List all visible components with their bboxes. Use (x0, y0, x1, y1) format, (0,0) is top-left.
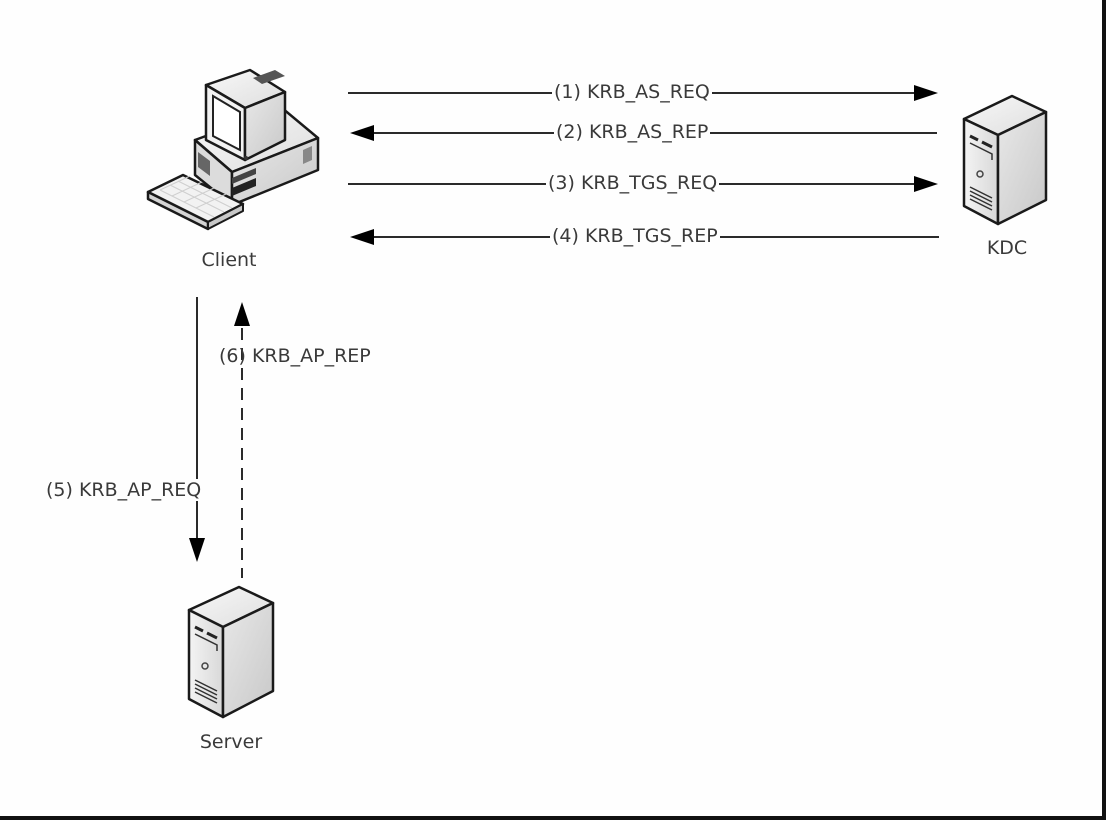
server-tower-icon (187, 585, 275, 719)
message-label-5: (5) KRB_AP_REQ (44, 479, 204, 501)
computer-drive-bay-2 (232, 178, 256, 196)
arrowhead-left (350, 125, 374, 141)
arrowhead-down (189, 538, 205, 562)
monitor-power-button (244, 156, 248, 160)
server-power-button (201, 662, 209, 670)
keyboard-side (207, 203, 244, 230)
computer-drive-bay (232, 168, 256, 184)
monitor-screen (212, 94, 241, 152)
arrow-msg-6 (234, 302, 250, 578)
arrowhead-up (234, 302, 250, 326)
server-side (221, 601, 275, 719)
message-label-6: (6) KRB_AP_REP (219, 345, 371, 367)
message-label-1: (1) KRB_AS_REQ (552, 81, 712, 103)
node-label-server: Server (199, 731, 263, 753)
arrow-msg-5 (189, 297, 205, 562)
arrowhead-left (350, 229, 374, 245)
keyboard-keys (159, 175, 233, 218)
monitor-top-vent (253, 70, 285, 84)
desktop-computer-icon (146, 68, 320, 231)
kdc-server-icon (962, 94, 1048, 226)
message-label-2: (2) KRB_AS_REP (554, 121, 711, 143)
computer-side-vent (303, 146, 312, 164)
monitor-side (243, 90, 287, 162)
message-label-4: (4) KRB_TGS_REP (550, 225, 720, 247)
arrowhead-right (914, 85, 938, 101)
arrowhead-right (914, 176, 938, 192)
computer-vent (198, 152, 210, 176)
node-label-client: Client (201, 249, 257, 271)
message-label-3: (3) KRB_TGS_REQ (546, 172, 720, 194)
kdc-side (996, 110, 1048, 226)
kdc-power-button (976, 170, 984, 178)
node-label-kdc: KDC (986, 237, 1028, 259)
